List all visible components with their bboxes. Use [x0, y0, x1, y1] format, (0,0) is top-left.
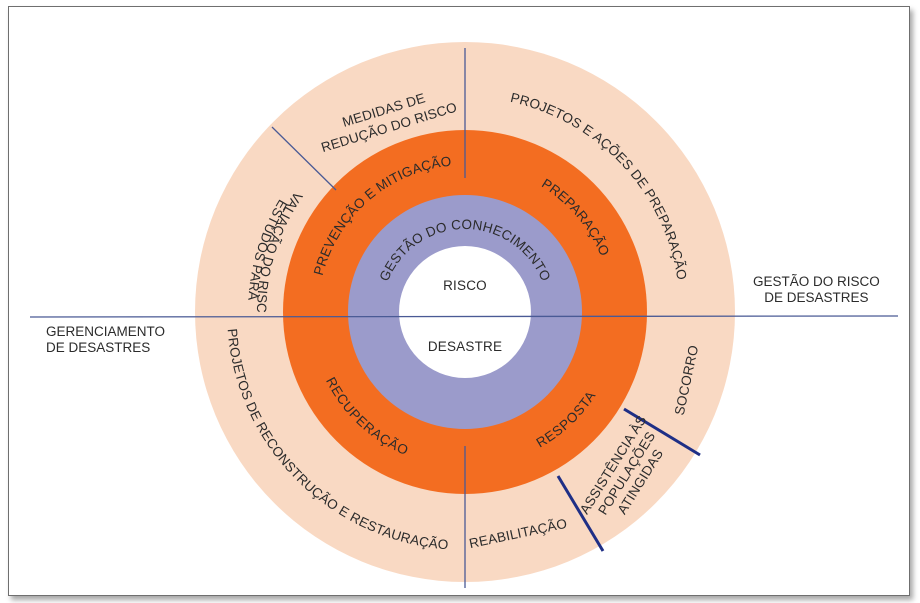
risk-management-line1: GESTÃO DO RISCO	[753, 274, 880, 289]
outer-divider-relief	[623, 407, 701, 457]
disaster-management-label: GERENCIAMENTO DE DESASTRES	[46, 324, 165, 356]
risk-management-label: GESTÃO DO RISCO DE DESASTRES	[753, 274, 880, 306]
center-label-risk: RISCO	[443, 278, 487, 293]
disaster-management-line2: DE DESASTRES	[46, 340, 151, 355]
horizontal-divider	[29, 315, 899, 318]
risk-management-line2: DE DESASTRES	[764, 290, 869, 305]
outer-divider-rehabilitation	[556, 475, 605, 552]
center-circle	[399, 246, 531, 378]
outer-divider-studies	[271, 126, 337, 191]
center-label-disaster: DESASTRE	[428, 339, 502, 354]
disaster-management-line1: GERENCIAMENTO	[46, 324, 166, 339]
